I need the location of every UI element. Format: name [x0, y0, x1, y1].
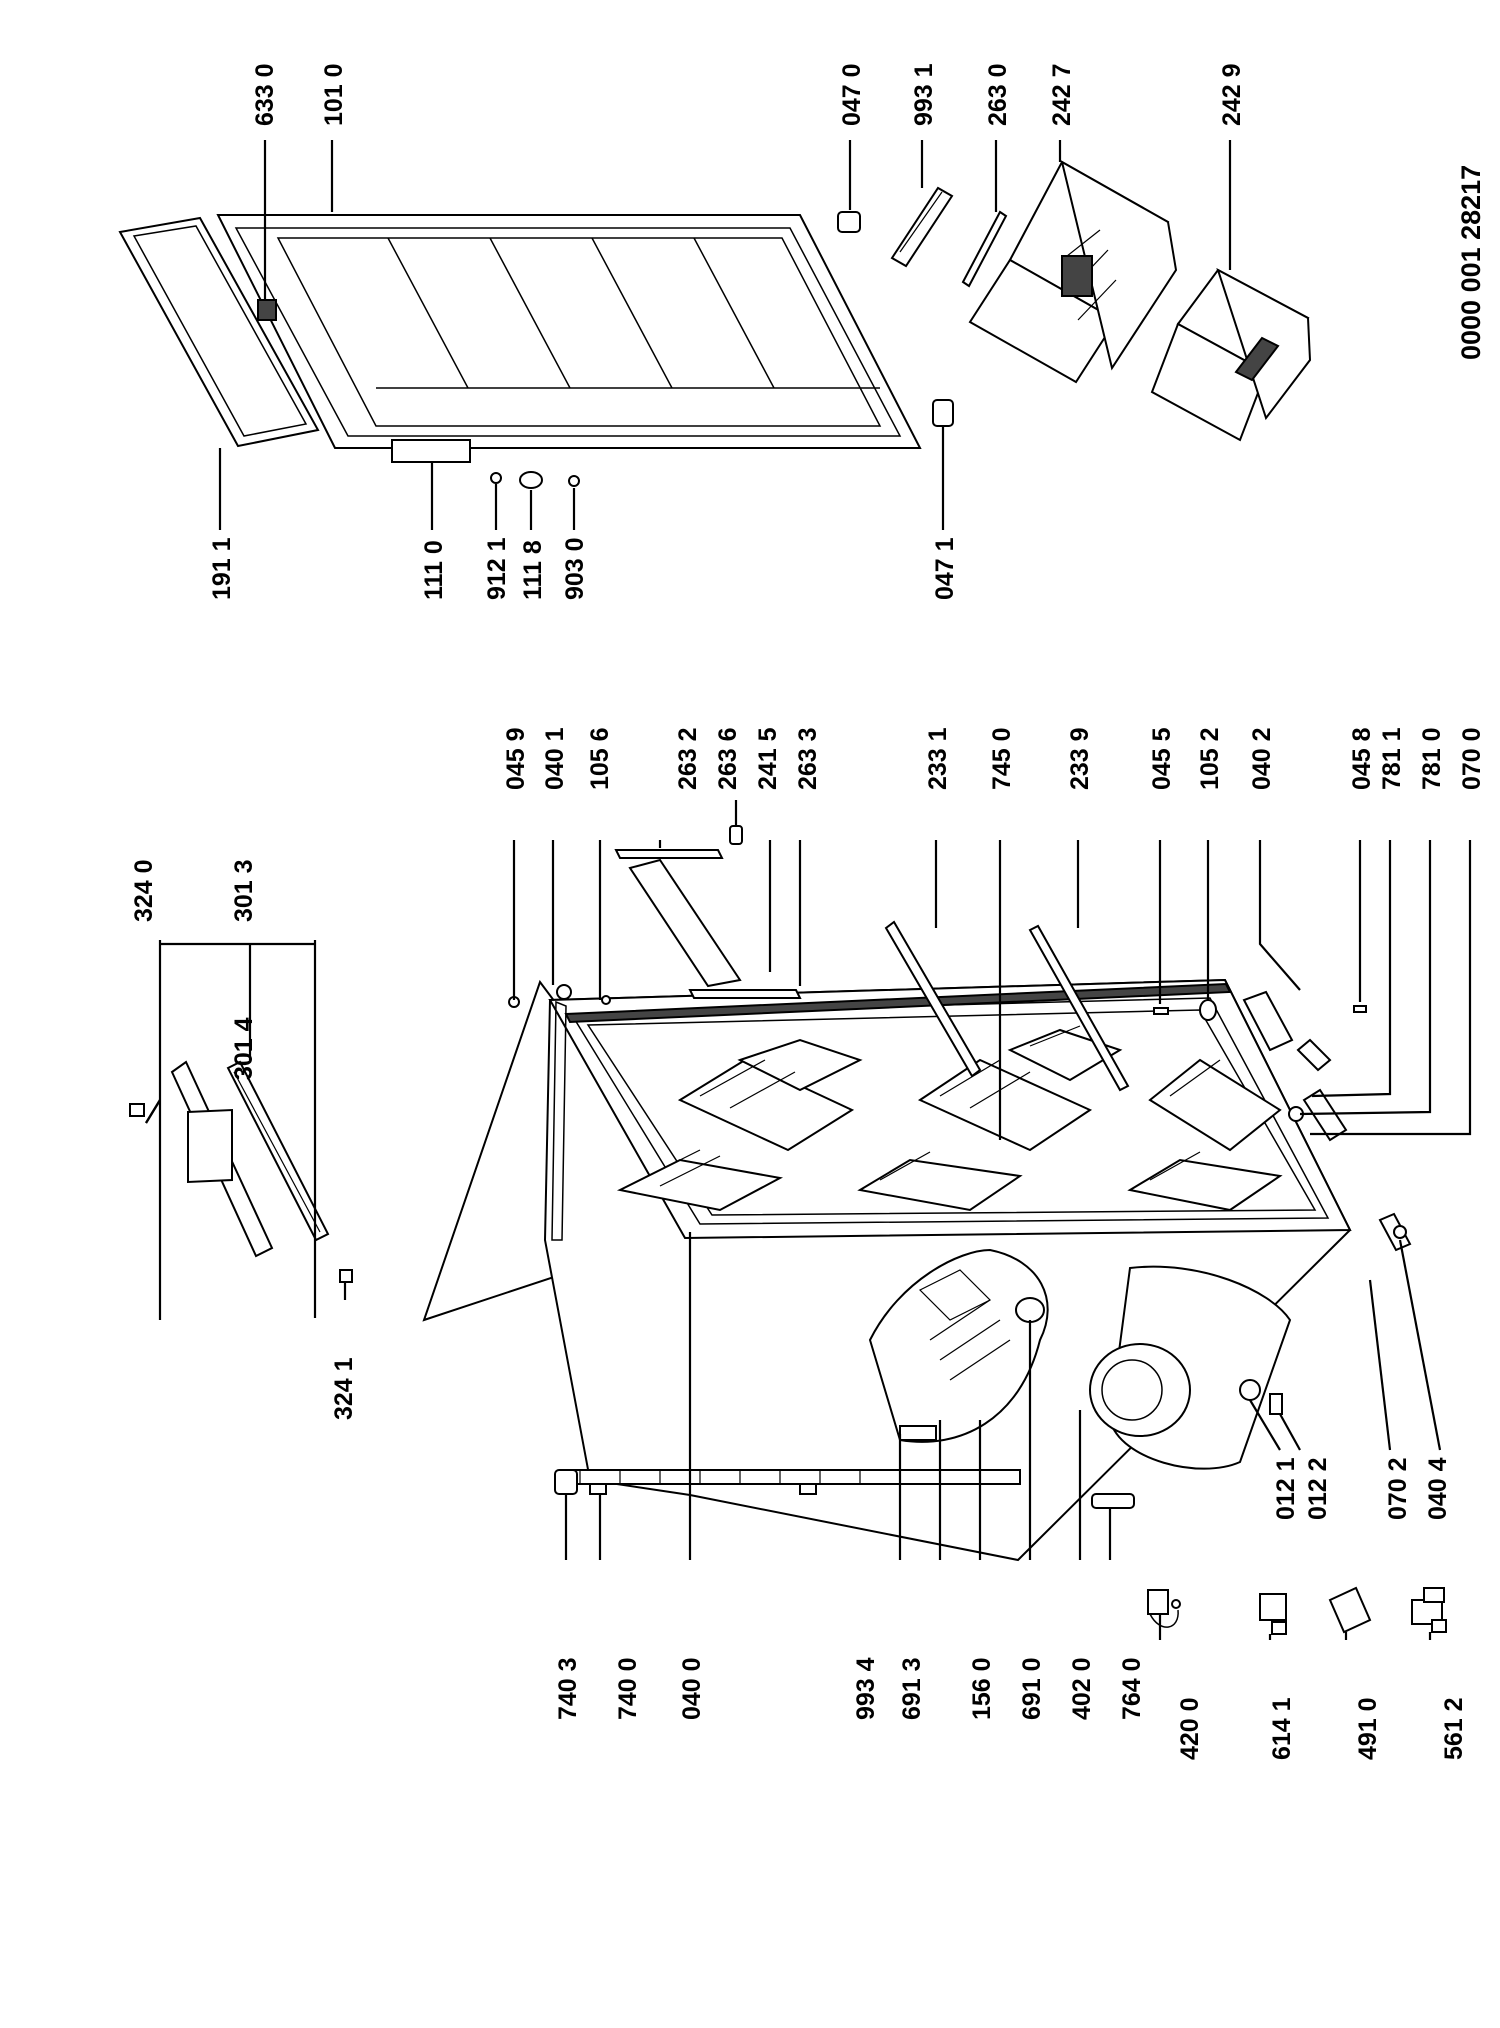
part-label: 111 0 — [420, 540, 448, 600]
shelf-part — [628, 858, 742, 988]
part-label: 045 8 — [1348, 727, 1376, 790]
part-label: 241 5 — [754, 727, 782, 790]
shelf-rail-upper-part — [884, 920, 982, 1078]
document-number: 0000 001 28217 — [1456, 165, 1486, 360]
part-label: 745 0 — [988, 727, 1016, 790]
loose-parts — [1147, 1586, 1447, 1635]
part-label: 912 1 — [483, 537, 511, 600]
handle-part — [890, 186, 954, 268]
part-label: 324 1 — [330, 1357, 358, 1420]
part-label: 691 3 — [898, 1657, 926, 1720]
shelf-support-lower-part — [688, 989, 802, 999]
part-label: 561 2 — [1440, 1697, 1468, 1760]
filter-drier-part — [1091, 1493, 1135, 1509]
part-labels: 324 0 301 3 301 4 324 1 045 9 040 1 105 … — [130, 63, 1486, 1760]
part-label: 263 3 — [794, 727, 822, 790]
part-label: 614 1 — [1268, 1697, 1296, 1760]
part-label: 491 0 — [1354, 1697, 1382, 1760]
part-label: 740 3 — [554, 1657, 582, 1720]
part-label: 040 1 — [541, 727, 569, 790]
part-label: 012 2 — [1304, 1457, 1332, 1520]
part-label: 070 2 — [1384, 1457, 1412, 1520]
part-label: 040 4 — [1424, 1457, 1452, 1520]
hinge-part — [391, 439, 471, 463]
part-label: 111 8 — [519, 540, 547, 600]
fan-assembly — [868, 1248, 1049, 1443]
part-label: 263 6 — [714, 727, 742, 790]
part-label: 691 0 — [1018, 1657, 1046, 1720]
part-label: 047 1 — [931, 537, 959, 600]
shelf-rail-lower-part — [1028, 924, 1130, 1092]
trim-strip-part — [961, 210, 1008, 288]
door-handle-part — [257, 299, 277, 321]
part-label: 045 5 — [1148, 727, 1176, 790]
part-label: 993 4 — [852, 1657, 880, 1720]
part-label: 070 0 — [1458, 727, 1486, 790]
compressor-part — [1089, 1343, 1191, 1437]
part-label: 764 0 — [1118, 1657, 1146, 1720]
cabinet-body — [422, 825, 1412, 1562]
top-cover-parts — [129, 1060, 353, 1283]
part-label: 301 3 — [230, 859, 258, 922]
part-label: 903 0 — [561, 537, 589, 600]
klixon-part — [1328, 1586, 1372, 1634]
relay-part — [1259, 1593, 1287, 1635]
part-label: 242 9 — [1218, 63, 1246, 126]
part-label: 633 0 — [251, 63, 279, 126]
part-label: 040 0 — [678, 1657, 706, 1720]
part-label: 324 0 — [130, 859, 158, 922]
part-label: 040 2 — [1248, 727, 1276, 790]
part-label: 993 1 — [910, 63, 938, 126]
leader-lines — [145, 140, 1472, 1640]
cabinet-shelves — [616, 1025, 1283, 1212]
part-label: 191 1 — [208, 537, 236, 600]
drawer-upper-part — [968, 159, 1178, 384]
door-assembly — [118, 159, 1312, 489]
overload-part — [1411, 1587, 1447, 1633]
part-label: 105 2 — [1196, 727, 1224, 790]
part-label: 263 2 — [674, 727, 702, 790]
part-label: 233 1 — [924, 727, 952, 790]
part-label: 045 9 — [502, 727, 530, 790]
thermostat-part — [1147, 1589, 1181, 1628]
part-label: 781 1 — [1378, 727, 1406, 790]
control-module-part — [1242, 990, 1294, 1052]
part-label: 263 0 — [984, 63, 1012, 126]
part-label: 420 0 — [1176, 1697, 1204, 1760]
drawer-lower-part — [1150, 267, 1312, 442]
door-part — [216, 214, 922, 449]
door-gasket-part — [118, 216, 320, 448]
part-label: 156 0 — [968, 1657, 996, 1720]
corner-cap-part — [554, 1469, 578, 1495]
shelf-support-part — [614, 849, 724, 859]
part-label: 233 9 — [1066, 727, 1094, 790]
part-label: 012 1 — [1272, 1457, 1300, 1520]
part-label: 101 0 — [320, 63, 348, 126]
part-label: 047 0 — [838, 63, 866, 126]
part-label: 105 6 — [586, 727, 614, 790]
control-panel-part — [1302, 1088, 1348, 1142]
cap-part — [519, 471, 543, 489]
compressor-compartment — [1089, 1265, 1292, 1470]
part-label: 242 7 — [1048, 63, 1076, 126]
part-label: 301 4 — [230, 1017, 258, 1080]
part-label: 740 0 — [614, 1657, 642, 1720]
door-stop-lower-part — [932, 399, 954, 427]
part-label: 781 0 — [1418, 727, 1446, 790]
part-label: 402 0 — [1068, 1657, 1096, 1720]
door-stop-upper-part — [837, 211, 861, 233]
